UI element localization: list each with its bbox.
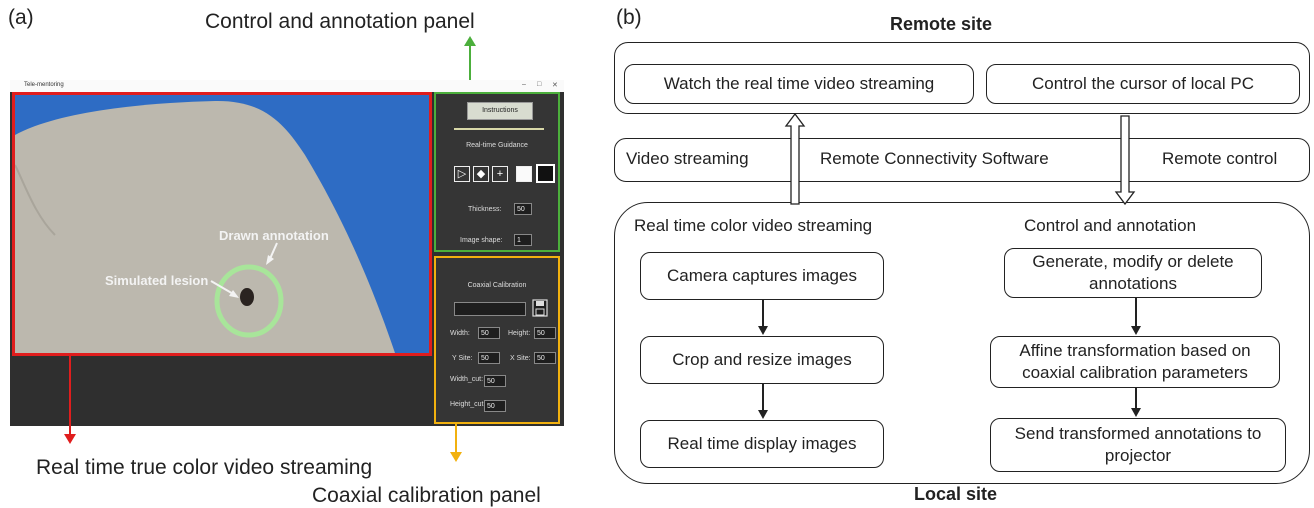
local-right-heading: Control and annotation <box>1024 216 1197 235</box>
close-icon[interactable]: ✕ <box>552 82 558 89</box>
white-swatch[interactable] <box>516 166 532 182</box>
height-label: Height: <box>508 330 531 337</box>
control-cursor-box: Control the cursor of local PC <box>986 64 1300 104</box>
height-cut-label: Height_cut: <box>450 401 486 408</box>
simulated-lesion <box>240 288 254 306</box>
simulated-lesion-label: Simulated lesion <box>105 273 209 288</box>
remote-control-down-arrow <box>1114 115 1136 206</box>
width-label: Width: <box>450 330 470 337</box>
camera-captures-box: Camera captures images <box>640 252 884 300</box>
thickness-label: Thickness: <box>468 206 502 213</box>
remote-site-title: Remote site <box>890 14 993 34</box>
width-cut-label: Width_cut: <box>450 376 484 383</box>
control-panel-caption: Control and annotation panel <box>205 10 475 33</box>
image-shape-input[interactable]: 1 <box>514 234 532 246</box>
x-site-label: X Site: <box>510 355 531 362</box>
save-icon[interactable] <box>532 299 548 317</box>
calibration-file-field[interactable] <box>454 302 526 316</box>
video-arrow <box>64 354 76 444</box>
flow-arrow-right-1 <box>1131 298 1141 335</box>
affine-transformation-box: Affine transformation based on coaxial c… <box>990 336 1280 388</box>
window-title: Tele-mentoring <box>24 82 64 88</box>
instructions-button[interactable]: Instructions <box>467 102 533 120</box>
eraser-icon[interactable]: ◆ <box>473 166 489 182</box>
calibration-caption: Coaxial calibration panel <box>312 484 541 507</box>
thickness-input[interactable]: 50 <box>514 203 532 215</box>
flow-arrow-right-2 <box>1131 388 1141 417</box>
remote-connectivity-box <box>614 138 1310 182</box>
black-swatch[interactable] <box>536 164 555 183</box>
local-left-heading: Real time color video streaming <box>634 216 873 235</box>
plus-icon[interactable]: + <box>492 166 508 182</box>
video-frame <box>15 95 429 353</box>
crop-resize-box: Crop and resize images <box>640 336 884 384</box>
panel-a-label: (a) <box>8 6 34 29</box>
watch-video-box: Watch the real time video streaming <box>624 64 974 104</box>
video-streaming-up-arrow <box>784 112 806 205</box>
y-site-label: Y Site: <box>452 355 473 362</box>
generate-annotations-box: Generate, modify or delete annotations <box>1004 248 1262 298</box>
height-input[interactable]: 50 <box>534 327 556 339</box>
remote-control-label: Remote control <box>1162 149 1278 168</box>
flow-arrow-left-1 <box>758 300 768 335</box>
divider <box>454 128 544 130</box>
video-streaming-label: Video streaming <box>626 149 749 168</box>
image-shape-label: Image shape: <box>460 237 503 244</box>
calibration-arrow <box>450 424 462 462</box>
panel-b-label: (b) <box>616 6 642 29</box>
app-window: Tele-mentoring – □ ✕ Drawn annotation Si… <box>10 80 564 426</box>
remote-connectivity-label: Remote Connectivity Software <box>820 149 1049 168</box>
video-stream[interactable]: Drawn annotation Simulated lesion <box>12 92 432 356</box>
send-annotations-box: Send transformed annotations to projecto… <box>990 418 1286 472</box>
guidance-heading: Real-time Guidance <box>466 142 528 149</box>
drawn-annotation-circle <box>214 264 284 338</box>
width-input[interactable]: 50 <box>478 327 500 339</box>
local-site-title: Local site <box>914 484 998 504</box>
minimize-icon[interactable]: – <box>522 81 526 88</box>
control-annotation-panel: Instructions Real-time Guidance ▷ ◆ + Th… <box>434 92 560 252</box>
real-time-display-box: Real time display images <box>640 420 884 468</box>
maximize-icon[interactable]: □ <box>537 81 542 88</box>
width-cut-input[interactable]: 50 <box>484 375 506 387</box>
x-site-input[interactable]: 50 <box>534 352 556 364</box>
flow-arrow-left-2 <box>758 384 768 419</box>
play-icon[interactable]: ▷ <box>454 166 470 182</box>
y-site-input[interactable]: 50 <box>478 352 500 364</box>
window-titlebar: Tele-mentoring – □ ✕ <box>10 80 564 92</box>
drawn-annotation-label: Drawn annotation <box>219 228 329 243</box>
calibration-heading: Coaxial Calibration <box>467 282 527 289</box>
coaxial-calibration-panel: Coaxial Calibration Width: 50 Height: 50… <box>434 256 560 424</box>
video-caption: Real time true color video streaming <box>36 456 373 479</box>
height-cut-input[interactable]: 50 <box>484 400 506 412</box>
